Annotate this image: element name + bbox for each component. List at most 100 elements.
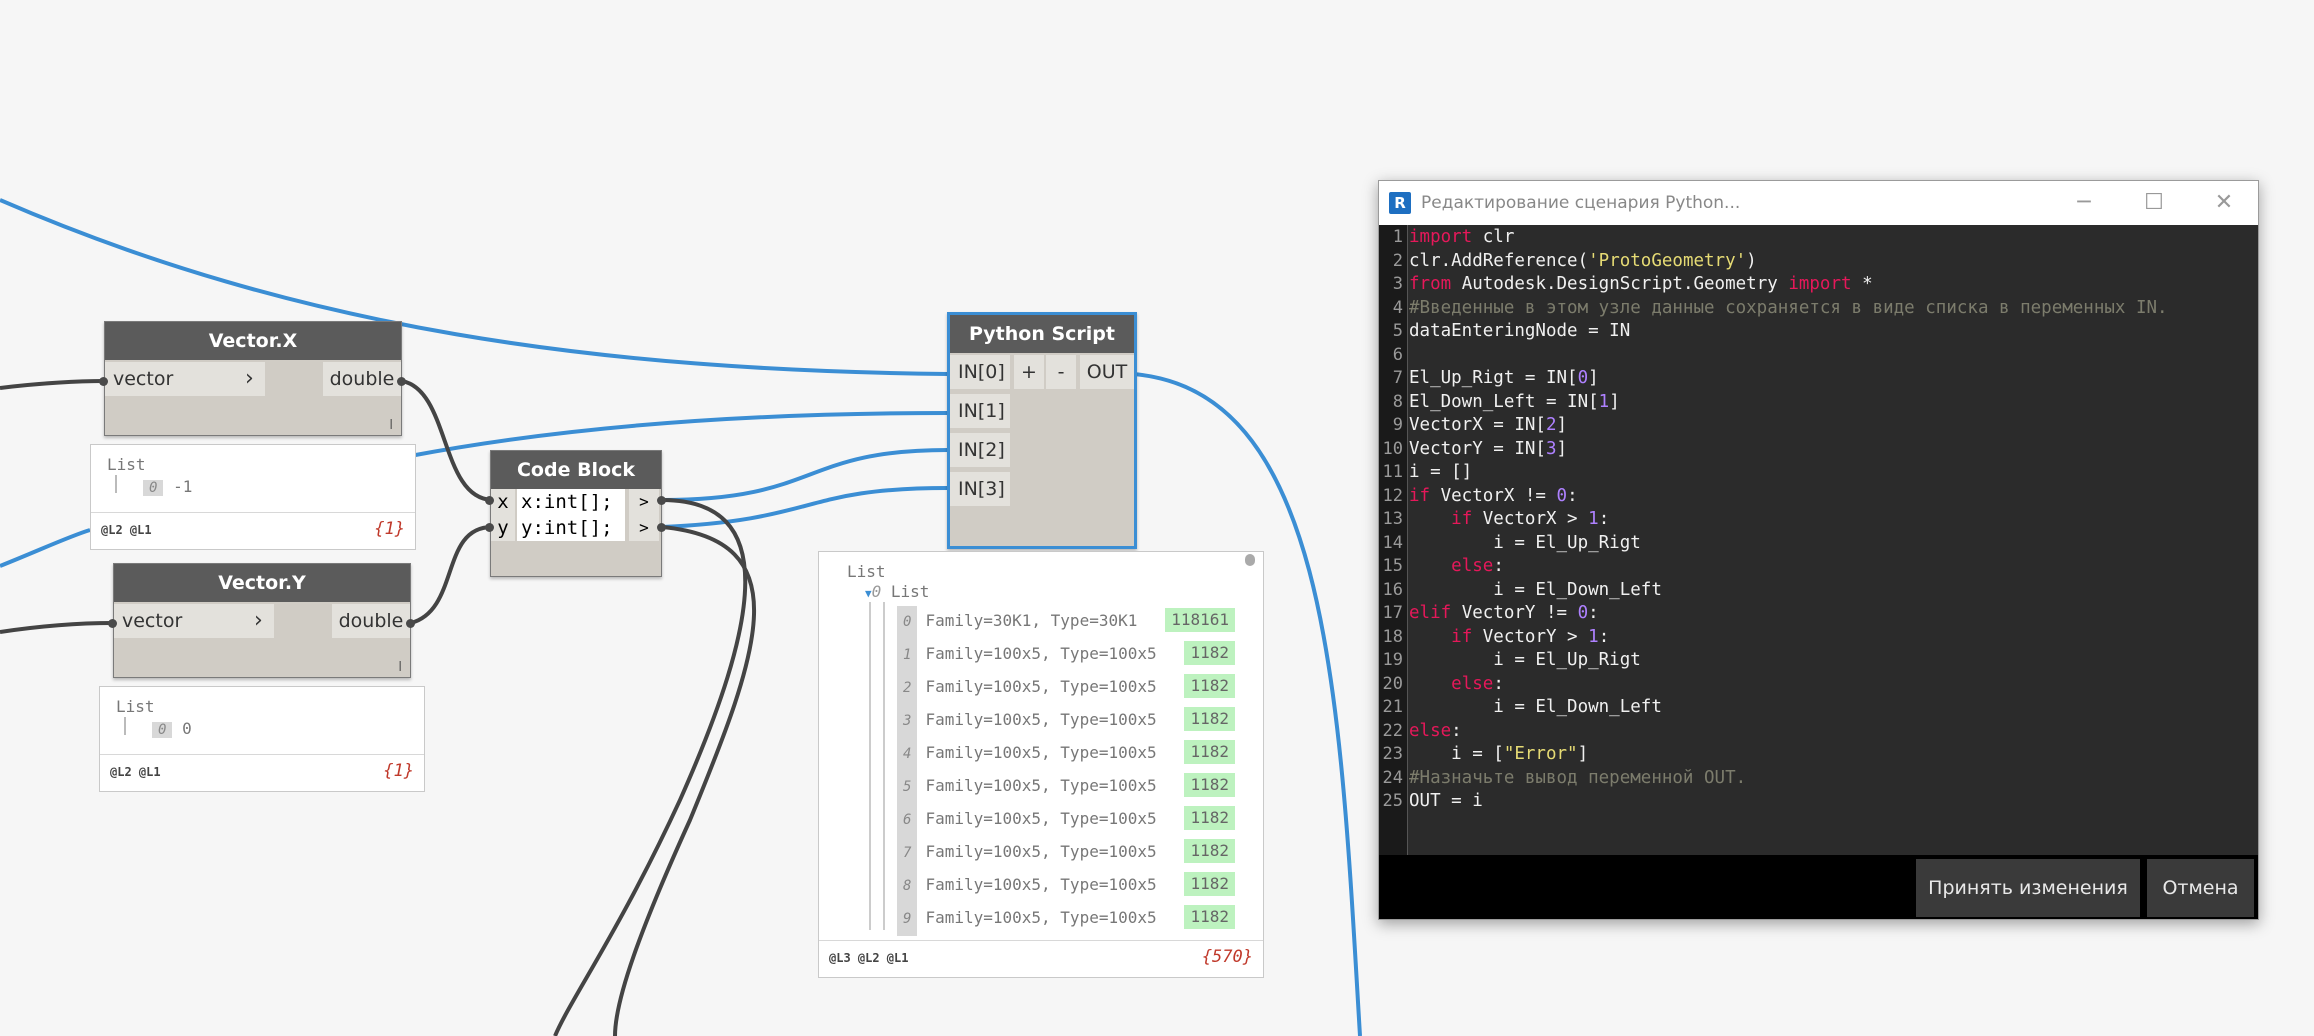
collapse-triangle-icon[interactable]: ▼ xyxy=(865,587,872,600)
line-number: 8 xyxy=(1392,391,1403,412)
vector-x-node[interactable]: Vector.X vector › double l xyxy=(104,321,402,436)
out-output-port[interactable]: OUT xyxy=(1080,355,1134,389)
code-line[interactable]: from Autodesk.DesignScript.Geometry impo… xyxy=(1409,274,1873,294)
input-port-in1[interactable]: IN[1] xyxy=(950,394,1010,428)
preview-footer: @L3 @L2 @L1 {570} xyxy=(819,940,1263,977)
item-index: 0 xyxy=(152,722,173,738)
code-line[interactable]: if VectorX != 0: xyxy=(1409,485,1578,506)
double-output-port[interactable]: double xyxy=(323,362,401,396)
output-connector-dot[interactable] xyxy=(657,496,666,505)
vector-input-port[interactable]: vector › xyxy=(105,362,265,396)
input-connector-dot[interactable] xyxy=(108,619,117,628)
scrollbar-thumb[interactable] xyxy=(1245,554,1255,566)
code-line[interactable]: else: xyxy=(1451,673,1504,694)
output-port[interactable]: > xyxy=(629,489,659,515)
add-input-button[interactable]: + xyxy=(1014,355,1044,389)
tree-line xyxy=(869,602,871,930)
input-connector-dot[interactable] xyxy=(485,496,494,505)
code-line[interactable]: i = ["Error"] xyxy=(1409,744,1589,764)
code-line[interactable]: OUT = i xyxy=(1409,791,1483,811)
item-text: Family=100x5, Type=100x5 xyxy=(925,875,1157,894)
input-port-in2[interactable]: IN[2] xyxy=(950,433,1010,467)
wire-vecx-cb xyxy=(401,379,493,502)
sublist-label: List xyxy=(890,582,930,601)
minimize-button[interactable]: ─ xyxy=(2077,190,2091,215)
code-line[interactable]: x:int[]; xyxy=(517,489,625,515)
chevron-right-icon: › xyxy=(245,366,254,391)
item-count: {570} xyxy=(1201,947,1253,967)
python-script-node[interactable]: Python Script IN[0] IN[1] IN[2] IN[3] + … xyxy=(947,312,1137,549)
node-title: Python Script xyxy=(950,315,1134,353)
output-connector-dot[interactable] xyxy=(406,619,415,628)
code-line[interactable]: dataEnteringNode = IN xyxy=(1409,321,1631,341)
code-line[interactable]: VectorY = IN[3] xyxy=(1409,438,1568,459)
close-button[interactable]: ✕ xyxy=(2214,190,2234,215)
lacing-indicator[interactable]: l xyxy=(389,418,393,433)
remove-input-button[interactable]: - xyxy=(1046,355,1076,389)
code-line[interactable]: y:int[]; xyxy=(517,515,625,541)
accept-changes-button[interactable]: Принять изменения xyxy=(1916,859,2140,917)
maximize-button[interactable]: ☐ xyxy=(2144,190,2164,215)
item-value: 1182 xyxy=(1184,773,1235,797)
tree-line xyxy=(883,602,885,930)
line-number: 25 xyxy=(1382,791,1403,811)
line-number: 4 xyxy=(1392,297,1403,318)
vector-input-port[interactable]: vector › xyxy=(114,604,274,638)
node-title: Code Block xyxy=(491,451,661,489)
code-line[interactable]: i = El_Up_Rigt xyxy=(1409,532,1641,553)
code-line[interactable]: import clr xyxy=(1409,227,1515,247)
code-line[interactable]: VectorX = IN[2] xyxy=(1409,415,1568,435)
input-port-in0[interactable]: IN[0] xyxy=(950,355,1010,389)
double-output-port[interactable]: double xyxy=(332,604,410,638)
code-line[interactable]: clr.AddReference('ProtoGeometry') xyxy=(1409,250,1757,271)
code-block-node[interactable]: Code Block x y x:int[]; y:int[]; > > xyxy=(490,450,662,577)
output-connector-dot[interactable] xyxy=(397,377,406,386)
cancel-button[interactable]: Отмена xyxy=(2147,859,2254,917)
port-label: vector xyxy=(122,610,183,632)
line-number: 6 xyxy=(1392,344,1403,365)
code-line[interactable]: i = El_Up_Rigt xyxy=(1409,650,1641,670)
code-line[interactable]: if VectorY > 1: xyxy=(1451,626,1610,647)
item-index: 6 xyxy=(897,804,918,837)
item-index: 3 xyxy=(897,705,918,738)
window-titlebar[interactable]: R Редактирование сценария Python... ─ ☐ … xyxy=(1379,181,2258,225)
output-port[interactable]: > xyxy=(629,515,659,541)
code-line[interactable]: if VectorX > 1: xyxy=(1451,509,1610,529)
code-line[interactable]: else: xyxy=(1451,556,1504,576)
vector-y-node[interactable]: Vector.Y vector › double l xyxy=(113,563,411,678)
wire-out xyxy=(1132,372,1362,1036)
code-line[interactable]: i = El_Down_Left xyxy=(1409,579,1662,600)
line-number: 22 xyxy=(1382,720,1403,741)
line-number: 9 xyxy=(1392,415,1403,435)
item-value: 1182 xyxy=(1184,740,1235,764)
code-line[interactable]: El_Down_Left = IN[1] xyxy=(1409,391,1620,412)
code-line[interactable]: elif VectorY != 0: xyxy=(1409,603,1599,623)
line-number: 23 xyxy=(1382,744,1403,764)
sublist-header[interactable]: ▼0 List xyxy=(865,582,930,601)
input-connector-dot[interactable] xyxy=(99,377,108,386)
input-connector-dot[interactable] xyxy=(485,523,494,532)
code-line[interactable]: i = El_Down_Left xyxy=(1409,697,1662,717)
output-connector-dot[interactable] xyxy=(657,523,666,532)
code-line[interactable]: El_Up_Rigt = IN[0] xyxy=(1409,368,1599,388)
item-text: Family=30K1, Type=30K1 xyxy=(925,611,1138,630)
lacing-indicator[interactable]: l xyxy=(398,660,402,675)
wire-in0 xyxy=(0,198,949,376)
python-editor-window[interactable]: R Редактирование сценария Python... ─ ☐ … xyxy=(1378,180,2259,920)
line-number: 11 xyxy=(1382,462,1403,482)
input-port-x[interactable]: x xyxy=(491,489,515,515)
input-port-in3[interactable]: IN[3] xyxy=(950,472,1010,506)
code-line[interactable]: else: xyxy=(1409,720,1462,741)
code-line[interactable]: #Назначьте вывод переменной OUT. xyxy=(1409,767,1747,788)
item-index: 7 xyxy=(897,837,918,870)
line-number: 10 xyxy=(1382,438,1403,459)
port-label: IN[1] xyxy=(958,400,1005,422)
code-line[interactable]: #Введенные в этом узле данные сохраняетс… xyxy=(1409,297,2168,318)
input-port-y[interactable]: y xyxy=(491,515,515,541)
code-line[interactable]: i = [] xyxy=(1409,462,1473,482)
